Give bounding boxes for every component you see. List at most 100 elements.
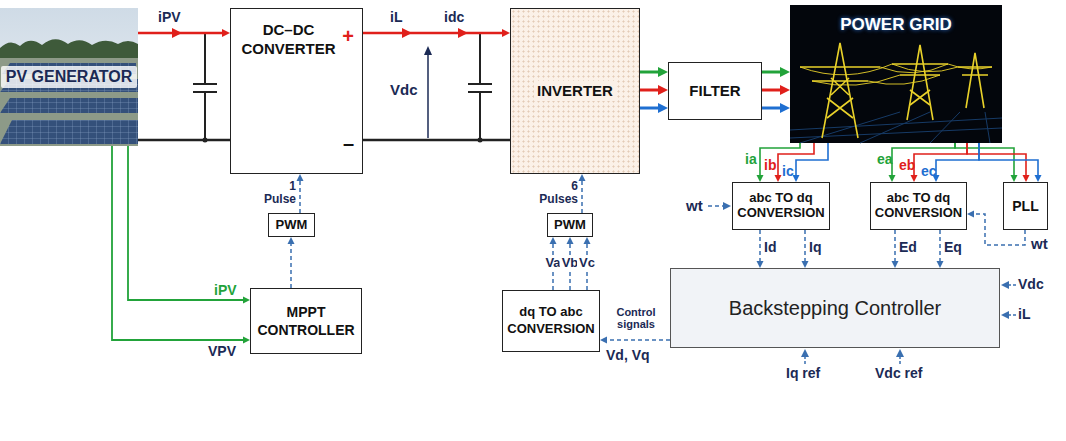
signal-label: ia (745, 152, 757, 167)
signal-label: 1 Pulse (258, 180, 296, 206)
connector-line (640, 107, 661, 110)
connector (933, 143, 980, 182)
arrow-head (502, 29, 510, 37)
connector-line (640, 89, 661, 92)
arrow-head (757, 175, 764, 182)
arrow-head (967, 211, 974, 218)
conversion-box: abc TO dq CONVERSION (870, 182, 967, 230)
connector (138, 29, 230, 37)
connector (363, 29, 510, 37)
connector (762, 103, 790, 113)
arrow-head (1023, 175, 1030, 182)
connector-line (363, 32, 504, 35)
arrow-head (550, 237, 557, 244)
signal-label: Control signals (606, 306, 666, 330)
pv-photo-ground (0, 58, 138, 146)
signal-label: iPV (214, 283, 237, 298)
signal-label: Iq ref (786, 366, 820, 381)
arrow-head (658, 67, 668, 77)
arrow-head (1001, 311, 1009, 319)
node-label: + (342, 25, 354, 48)
connector-line (128, 146, 245, 300)
arrow-head (723, 202, 731, 210)
node-label: abc TO dq CONVERSION (733, 191, 829, 221)
arrow-head (567, 237, 574, 244)
arrow-head (780, 85, 790, 95)
connector-line (299, 179, 301, 213)
inverter-box: INVERTER (510, 8, 640, 174)
tower (822, 43, 858, 138)
signal-label: ib (764, 158, 776, 173)
connector (757, 230, 764, 268)
node-label: – (343, 132, 354, 155)
controller-box: MPPT CONTROLLER (250, 288, 362, 354)
connector (762, 85, 790, 95)
connector-line (762, 89, 783, 92)
node-label: PV GENERATOR (1, 66, 138, 88)
input-arrow (805, 356, 900, 364)
connector-line (796, 143, 828, 177)
connector-line (762, 107, 783, 110)
pv-panel-row (0, 120, 138, 144)
connector (640, 67, 668, 77)
connector (640, 85, 668, 95)
signal-label: ea (877, 152, 893, 167)
arrow-head (911, 175, 918, 182)
connector-line (581, 179, 583, 213)
signal-label: idc (444, 10, 464, 25)
pll-box: PLL (1003, 182, 1048, 230)
connector (775, 143, 815, 182)
connector (288, 237, 295, 288)
arrow-head (1011, 175, 1018, 182)
connector-line (605, 339, 670, 341)
node-label: MPPT CONTROLLER (251, 303, 361, 339)
connector (297, 174, 304, 213)
arrow-head (775, 175, 782, 182)
node-label: dq TO abc CONVERSION (503, 304, 599, 338)
connector (793, 143, 829, 182)
signal-label: VPV (208, 344, 236, 359)
voltage-arrow (427, 54, 429, 138)
signal-label: Id (764, 240, 776, 255)
connector (579, 174, 586, 213)
signal-label: ic (782, 164, 794, 179)
input-arrow (1008, 285, 1016, 315)
node-label: PWM (276, 218, 308, 233)
signal-label: eb (899, 158, 915, 173)
arrow-head (889, 175, 896, 182)
connector-line (939, 230, 941, 263)
connector (762, 67, 790, 77)
signal-label: wt (1031, 236, 1048, 253)
arrow-head (802, 261, 809, 268)
node-label: abc TO dq CONVERSION (871, 191, 966, 221)
arrow-head (892, 261, 899, 268)
capacitor-symbol (468, 33, 492, 140)
signal-label: Ed (899, 240, 917, 255)
connector (802, 230, 809, 268)
capacitor-symbol (193, 33, 217, 140)
connector (892, 230, 899, 268)
converter-box: DC–DC CONVERTER+– (230, 8, 363, 174)
signal-label: Vdc ref (875, 366, 922, 381)
junction-dot (203, 138, 208, 143)
arrow-head (896, 349, 904, 357)
signal-label: Vdc (390, 82, 418, 99)
conversion-box: dq TO abc CONVERSION (502, 290, 600, 352)
arrow-head (222, 29, 230, 37)
connector (967, 143, 1030, 182)
signal-label: ec (921, 164, 937, 179)
connector-line (640, 71, 661, 74)
node-label: INVERTER (534, 81, 616, 100)
connector-line (762, 71, 783, 74)
connector-line (112, 146, 245, 340)
signal-label: iPV (158, 10, 181, 25)
signal-label: iL (1018, 307, 1030, 322)
arrow-head (297, 174, 304, 181)
pwm-box: PWM (268, 213, 315, 237)
arrow-head (288, 237, 295, 244)
connector (937, 230, 944, 268)
connector-line (979, 143, 1038, 177)
connector (911, 143, 968, 182)
node-label: POWER GRID (840, 15, 951, 35)
arrow-head (1035, 175, 1042, 182)
